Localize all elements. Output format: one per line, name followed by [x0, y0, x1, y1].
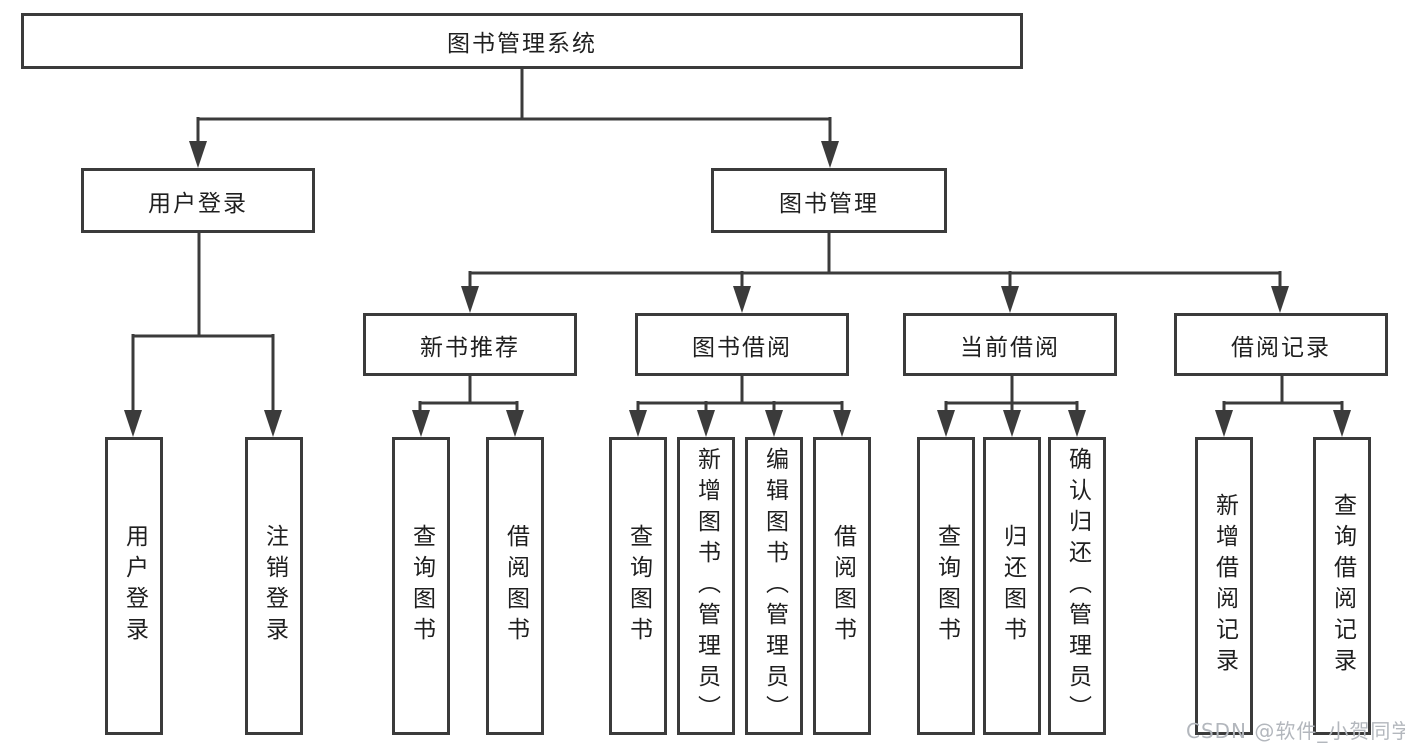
- node-current-borrowing: 当前借阅: [903, 313, 1117, 376]
- leaf-query-books-recommend: 查询图书: [392, 437, 450, 735]
- leaf-confirm-return-admin: 确认归还（管理员）: [1048, 437, 1106, 735]
- node-book-borrowing: 图书借阅: [635, 313, 849, 376]
- leaf-return-books: 归还图书: [983, 437, 1041, 735]
- leaf-borrow-books: 借阅图书: [813, 437, 871, 735]
- connector-path: [131, 69, 1344, 415]
- node-user-login: 用户登录: [81, 168, 315, 233]
- leaf-add-books-admin: 新增图书（管理员）: [677, 437, 735, 735]
- csdn-watermark: CSDN @软件_小贺同学: [1186, 719, 1405, 743]
- leaf-user-login: 用户登录: [105, 437, 163, 735]
- node-new-book-recommend: 新书推荐: [363, 313, 577, 376]
- node-library-management-system: 图书管理系统: [21, 13, 1023, 69]
- node-book-management: 图书管理: [711, 168, 947, 233]
- leaf-query-borrow-record: 查询借阅记录: [1313, 437, 1371, 735]
- arrowheads: [124, 141, 1351, 437]
- leaf-query-books-current: 查询图书: [917, 437, 975, 735]
- node-borrow-records: 借阅记录: [1174, 313, 1388, 376]
- leaf-query-books-borrowing: 查询图书: [609, 437, 667, 735]
- leaf-add-borrow-record: 新增借阅记录: [1195, 437, 1253, 735]
- leaf-borrow-books-recommend: 借阅图书: [486, 437, 544, 735]
- leaf-logout: 注销登录: [245, 437, 303, 735]
- leaf-edit-books-admin: 编辑图书（管理员）: [745, 437, 803, 735]
